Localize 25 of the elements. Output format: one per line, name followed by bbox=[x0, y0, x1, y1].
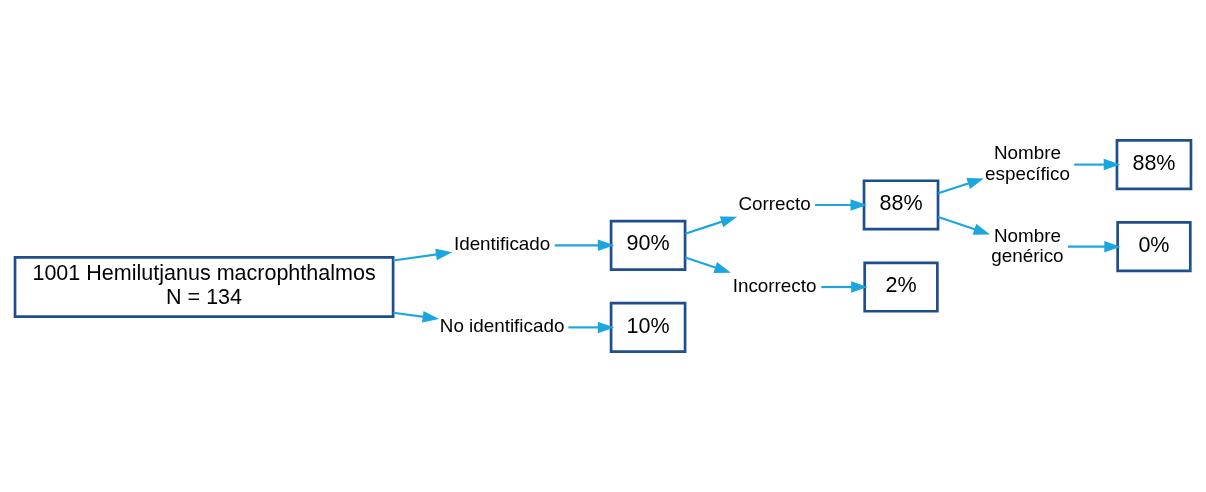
arrow bbox=[568, 321, 615, 334]
arrow bbox=[393, 311, 440, 323]
node-text: Incorrecto bbox=[732, 275, 817, 297]
arrow bbox=[937, 216, 991, 235]
node-box: 10% bbox=[609, 301, 687, 353]
node-box: 0% bbox=[1116, 221, 1192, 273]
node-box: 2% bbox=[863, 261, 939, 313]
node-text: Identificado bbox=[453, 233, 551, 255]
node-text: Nombre genérico bbox=[991, 224, 1064, 266]
node-box: 88% bbox=[862, 179, 940, 231]
arrow bbox=[937, 178, 984, 195]
node-box: 88% bbox=[1115, 139, 1193, 191]
node-text: Correcto bbox=[738, 192, 811, 214]
arrow bbox=[684, 216, 738, 235]
arrow bbox=[684, 256, 731, 273]
arrow bbox=[1068, 240, 1121, 253]
node-box: 90% bbox=[609, 219, 687, 271]
node-box: 1001 Hemilutjanus macrophthalmos N = 134 bbox=[13, 256, 395, 318]
arrow bbox=[554, 239, 615, 252]
arrow bbox=[815, 199, 867, 211]
arrow bbox=[821, 281, 868, 293]
arrow bbox=[393, 248, 453, 262]
arrow bbox=[1074, 158, 1121, 171]
node-text: Nombre específico bbox=[985, 142, 1070, 184]
node-text: No identificado bbox=[439, 315, 565, 337]
